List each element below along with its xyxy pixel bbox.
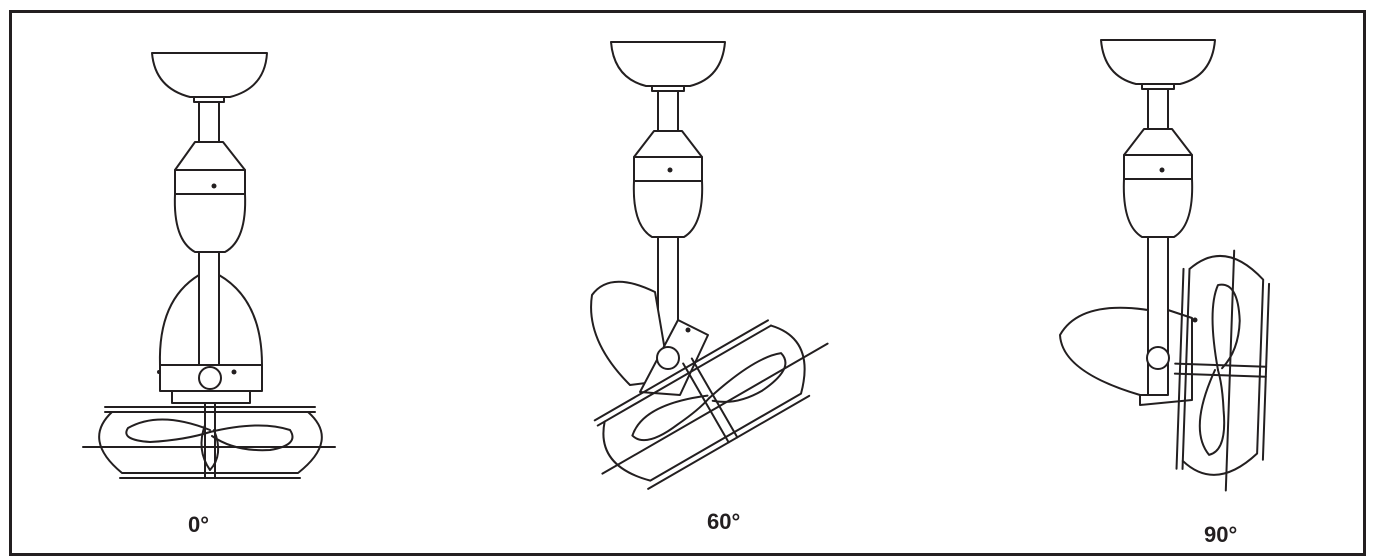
motor-housing-top [174,141,246,171]
tilt-pivot-knob [198,366,222,390]
canopy [151,52,268,98]
tilt-arm [198,251,220,379]
fan-guard [593,319,829,490]
motor-housing-bottom [173,193,247,253]
downrod [1147,88,1169,130]
fan-blades [125,418,294,471]
downrod [198,101,220,143]
motor-housing-bottom [1122,178,1194,238]
angle-label-90: 90° [1204,522,1238,547]
motor-housing-top [1123,128,1193,156]
fan-head-bulb [1059,306,1149,396]
canopy [610,41,726,87]
motor-housing-bottom [632,180,704,238]
tilt-pivot-knob [1146,346,1170,370]
canopy [1100,39,1216,85]
tilt-pivot-knob [656,346,680,370]
fan-head-bulb [158,274,200,366]
fan-guard [82,402,336,479]
fan-0-degree-illustration [82,52,336,479]
downrod [657,90,679,132]
fan-head-bulb [590,280,671,386]
angle-label-0: 0° [188,512,210,537]
motor-band [174,169,246,195]
tilt-arm [1147,236,1169,360]
angle-label-60: 60° [707,509,741,534]
fan-60-degree-illustration [590,41,829,490]
diagram-frame [9,10,1366,556]
fan-90-degree-illustration [1059,39,1271,492]
fan-guard [1173,249,1271,492]
motor-housing-top [633,130,703,158]
motor-band [1123,154,1193,180]
